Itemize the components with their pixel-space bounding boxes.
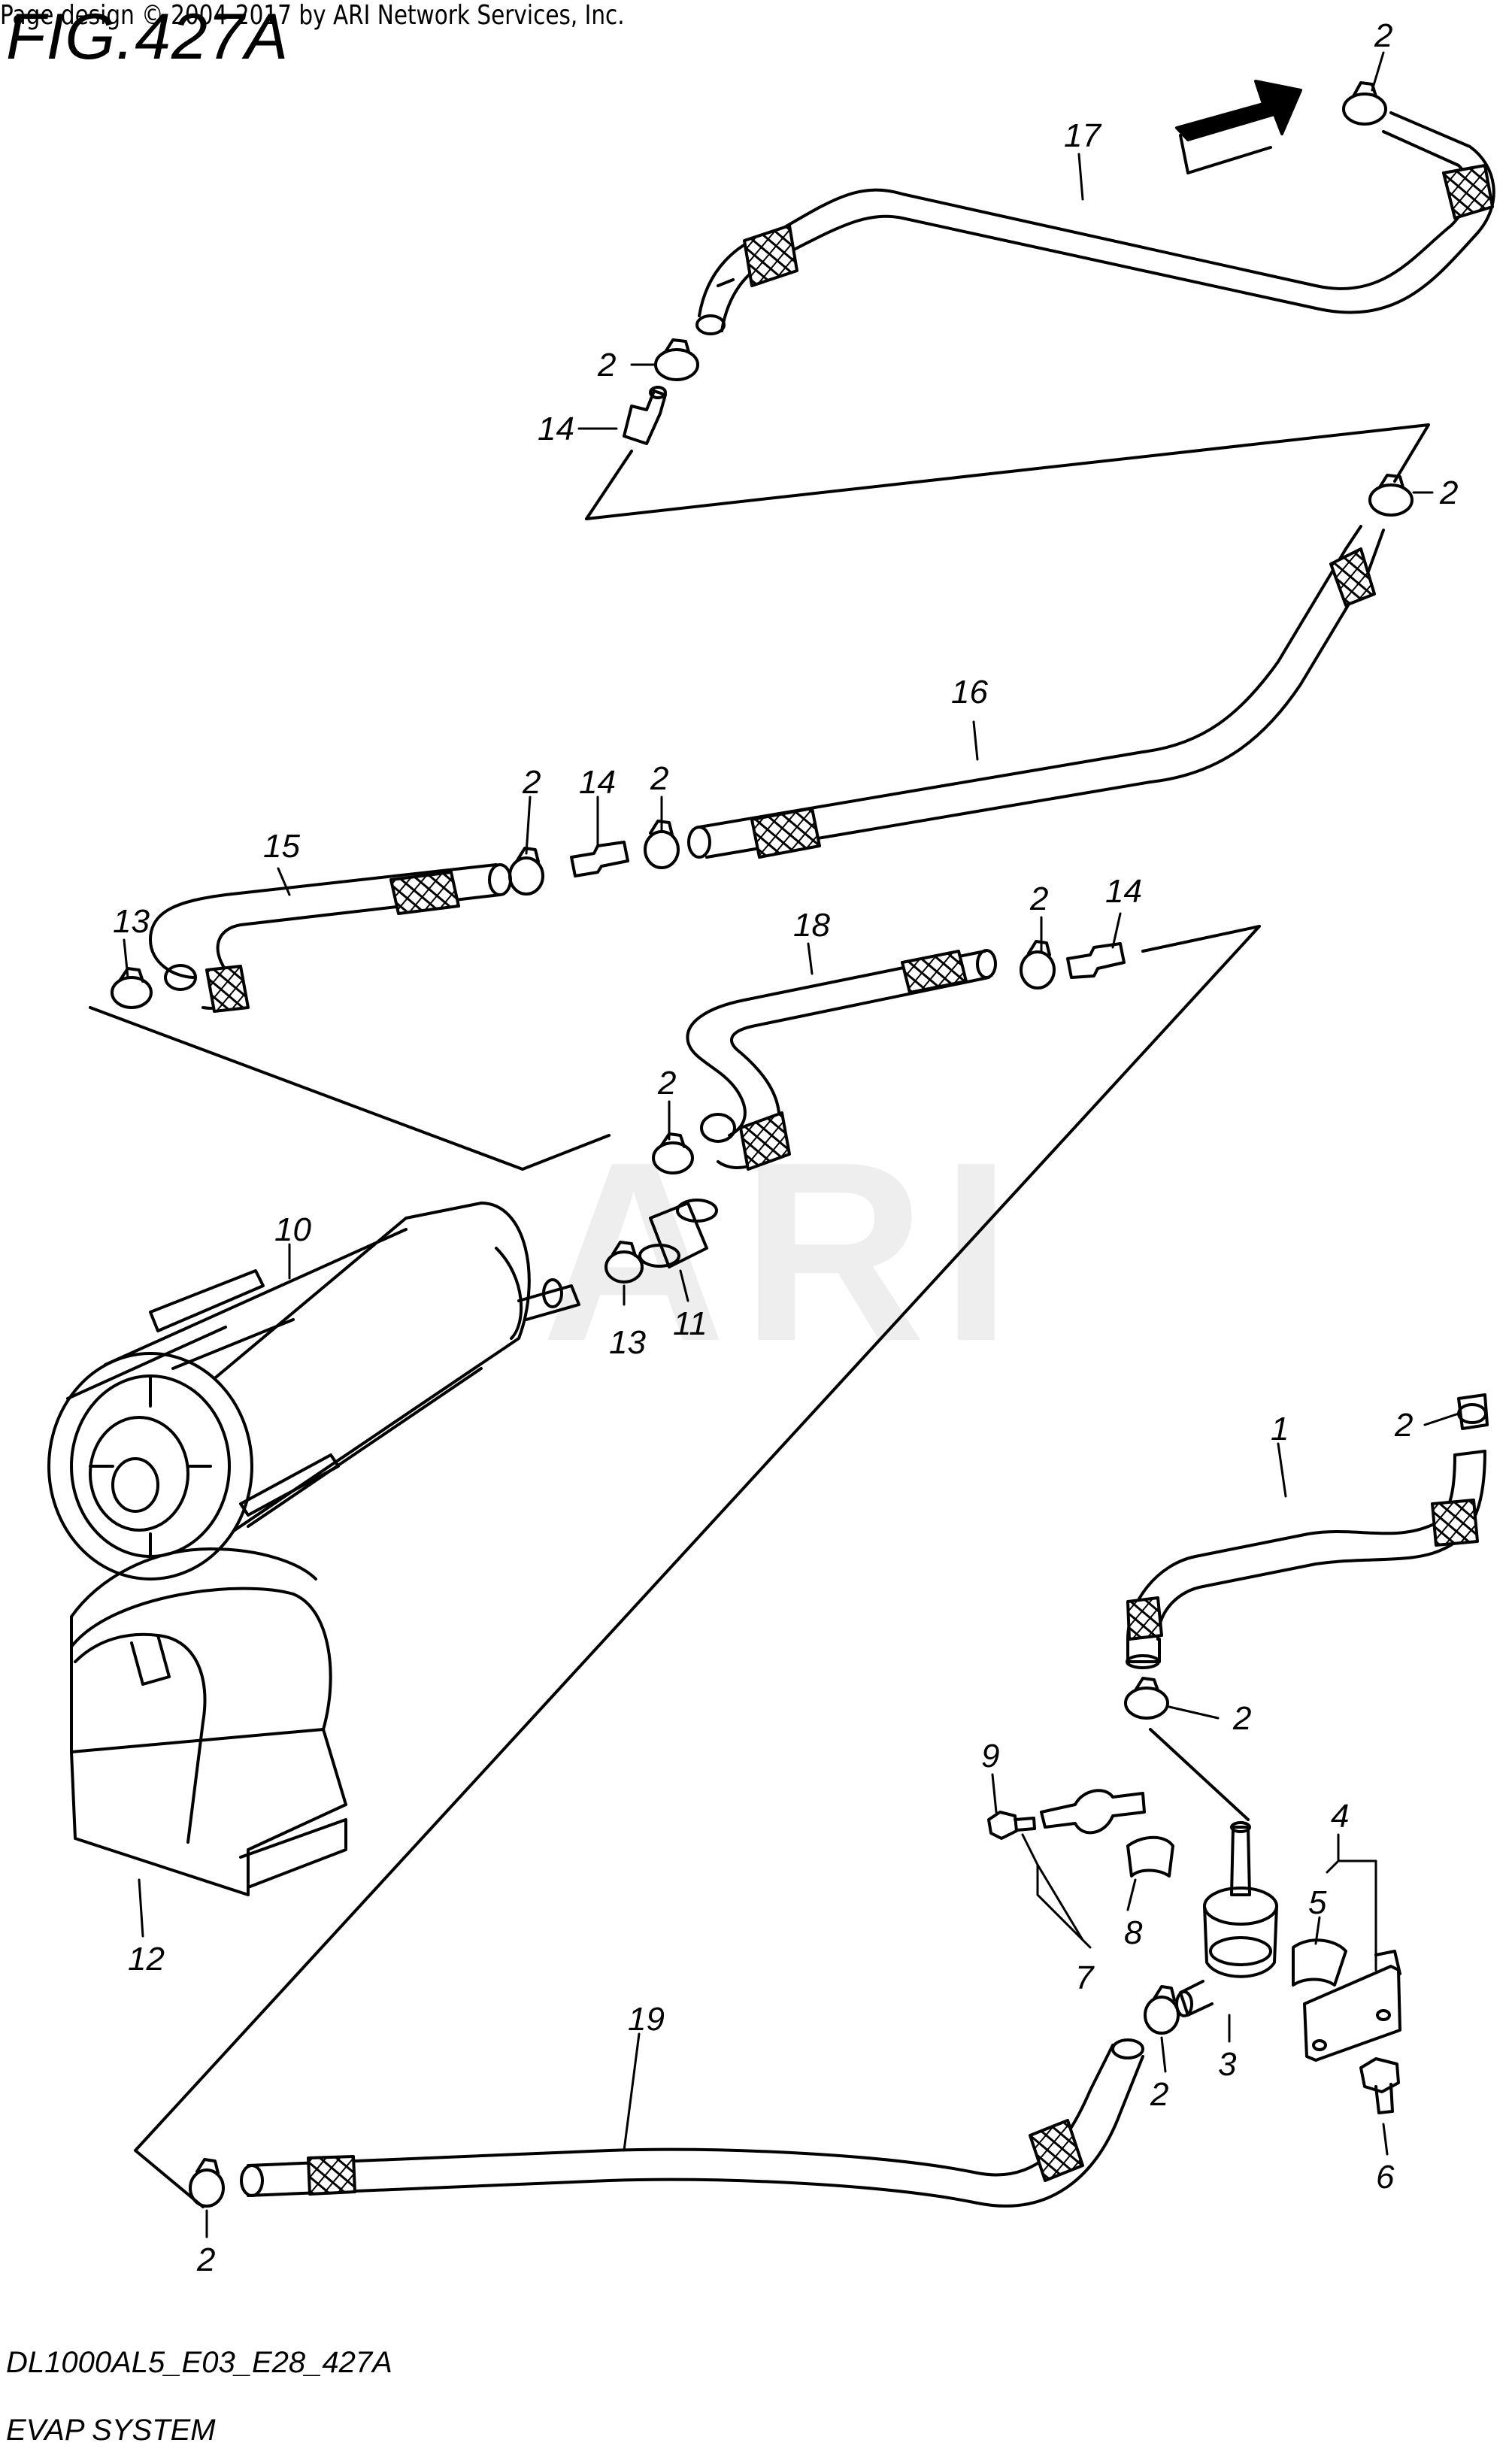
figure-subtitle: EVAP SYSTEM <box>6 2414 216 2447</box>
callout-2: 2 <box>1439 474 1458 511</box>
connection-line-canister-top <box>89 1006 611 1171</box>
hose-1 <box>1126 1450 1486 1669</box>
callout-14: 14 <box>538 411 574 447</box>
callout-2: 2 <box>1150 2076 1168 2113</box>
callout-1: 1 <box>1271 1411 1289 1447</box>
figure-title: FIG.427A <box>6 1 289 73</box>
canister-10 <box>47 1202 580 1581</box>
clamp-2-right-16 <box>1368 474 1414 517</box>
leader-lines <box>123 51 1460 2238</box>
nipple-14-top <box>623 386 667 445</box>
clamp-2-top-left <box>654 338 699 381</box>
clamp-2-hose-1-bottom <box>1124 1677 1169 1720</box>
hose-18 <box>686 949 997 1171</box>
bracket-7 <box>1040 1789 1146 1835</box>
callout-14: 14 <box>1105 873 1142 910</box>
callout-2: 2 <box>1232 1700 1251 1737</box>
callout-2: 2 <box>597 347 616 383</box>
callout-15: 15 <box>263 828 300 865</box>
clamp-13-left <box>111 967 153 1009</box>
callout-14: 14 <box>579 764 616 801</box>
connection-line-diagonal <box>134 925 1261 2208</box>
nipple-14-mid <box>570 841 629 877</box>
connection-line-top <box>585 423 1430 520</box>
hose-17 <box>695 111 1495 335</box>
fwd-arrow-icon <box>1175 80 1302 174</box>
callout-2: 2 <box>196 2241 215 2278</box>
clamp-2-hose-18-left <box>652 1132 694 1174</box>
callout-7: 7 <box>1075 1959 1095 1996</box>
callout-13: 13 <box>609 1324 646 1361</box>
connection-line-valve <box>1149 1728 1250 1821</box>
callout-11: 11 <box>673 1305 708 1342</box>
callout-10: 10 <box>274 1211 311 1248</box>
callout-19: 19 <box>628 2001 665 2038</box>
callout-9: 9 <box>981 1738 999 1775</box>
callout-2: 2 <box>650 760 668 797</box>
clamp-2-hose-1-top <box>1457 1393 1489 1430</box>
nipple-14-right <box>1066 942 1126 979</box>
callout-16: 16 <box>951 674 988 711</box>
callout-5: 5 <box>1308 1884 1327 1921</box>
cushion-8 <box>1126 1835 1174 1878</box>
hose-16 <box>687 525 1385 859</box>
callout-2: 2 <box>1394 1407 1413 1444</box>
callout-4: 4 <box>1331 1798 1349 1835</box>
callout-12: 12 <box>128 1941 165 1978</box>
copyright-notice: Page design © 2004-2017 by ARI Network S… <box>0 0 625 31</box>
clamp-2-hose-19-left <box>189 2158 225 2208</box>
callout-8: 8 <box>1124 1914 1143 1951</box>
hose-15 <box>149 863 512 1013</box>
connection-line-top-left <box>585 450 633 520</box>
cap-11 <box>638 1199 718 1268</box>
callout-2: 2 <box>1029 880 1048 917</box>
clamp-2-hose-18-right <box>1020 940 1056 990</box>
callout-3: 3 <box>1218 2046 1237 2083</box>
clamp-5 <box>1292 1938 1347 1987</box>
callout-13: 13 <box>113 903 150 940</box>
clamp-2-mid-a <box>508 847 544 896</box>
bolt-9 <box>987 1811 1036 1840</box>
callout-17: 17 <box>1064 117 1101 154</box>
clamp-2-valve <box>1144 1985 1180 2035</box>
model-code: DL1000AL5_E03_E28_427A <box>6 2346 392 2379</box>
clamp-2-top-right <box>1342 81 1387 126</box>
bracket-4 <box>1303 1950 1401 2062</box>
callout-6: 6 <box>1376 2159 1395 2196</box>
callout-2: 2 <box>657 1065 676 1102</box>
callout-2: 2 <box>522 764 541 801</box>
bolt-6 <box>1359 2057 1400 2114</box>
callout-18: 18 <box>793 907 830 944</box>
callout-2: 2 <box>1374 17 1392 54</box>
valve-3 <box>1175 1821 1278 2017</box>
clamp-13-canister <box>604 1241 644 1284</box>
hose-19 <box>240 2038 1144 2208</box>
holder-12 <box>70 1547 347 1896</box>
